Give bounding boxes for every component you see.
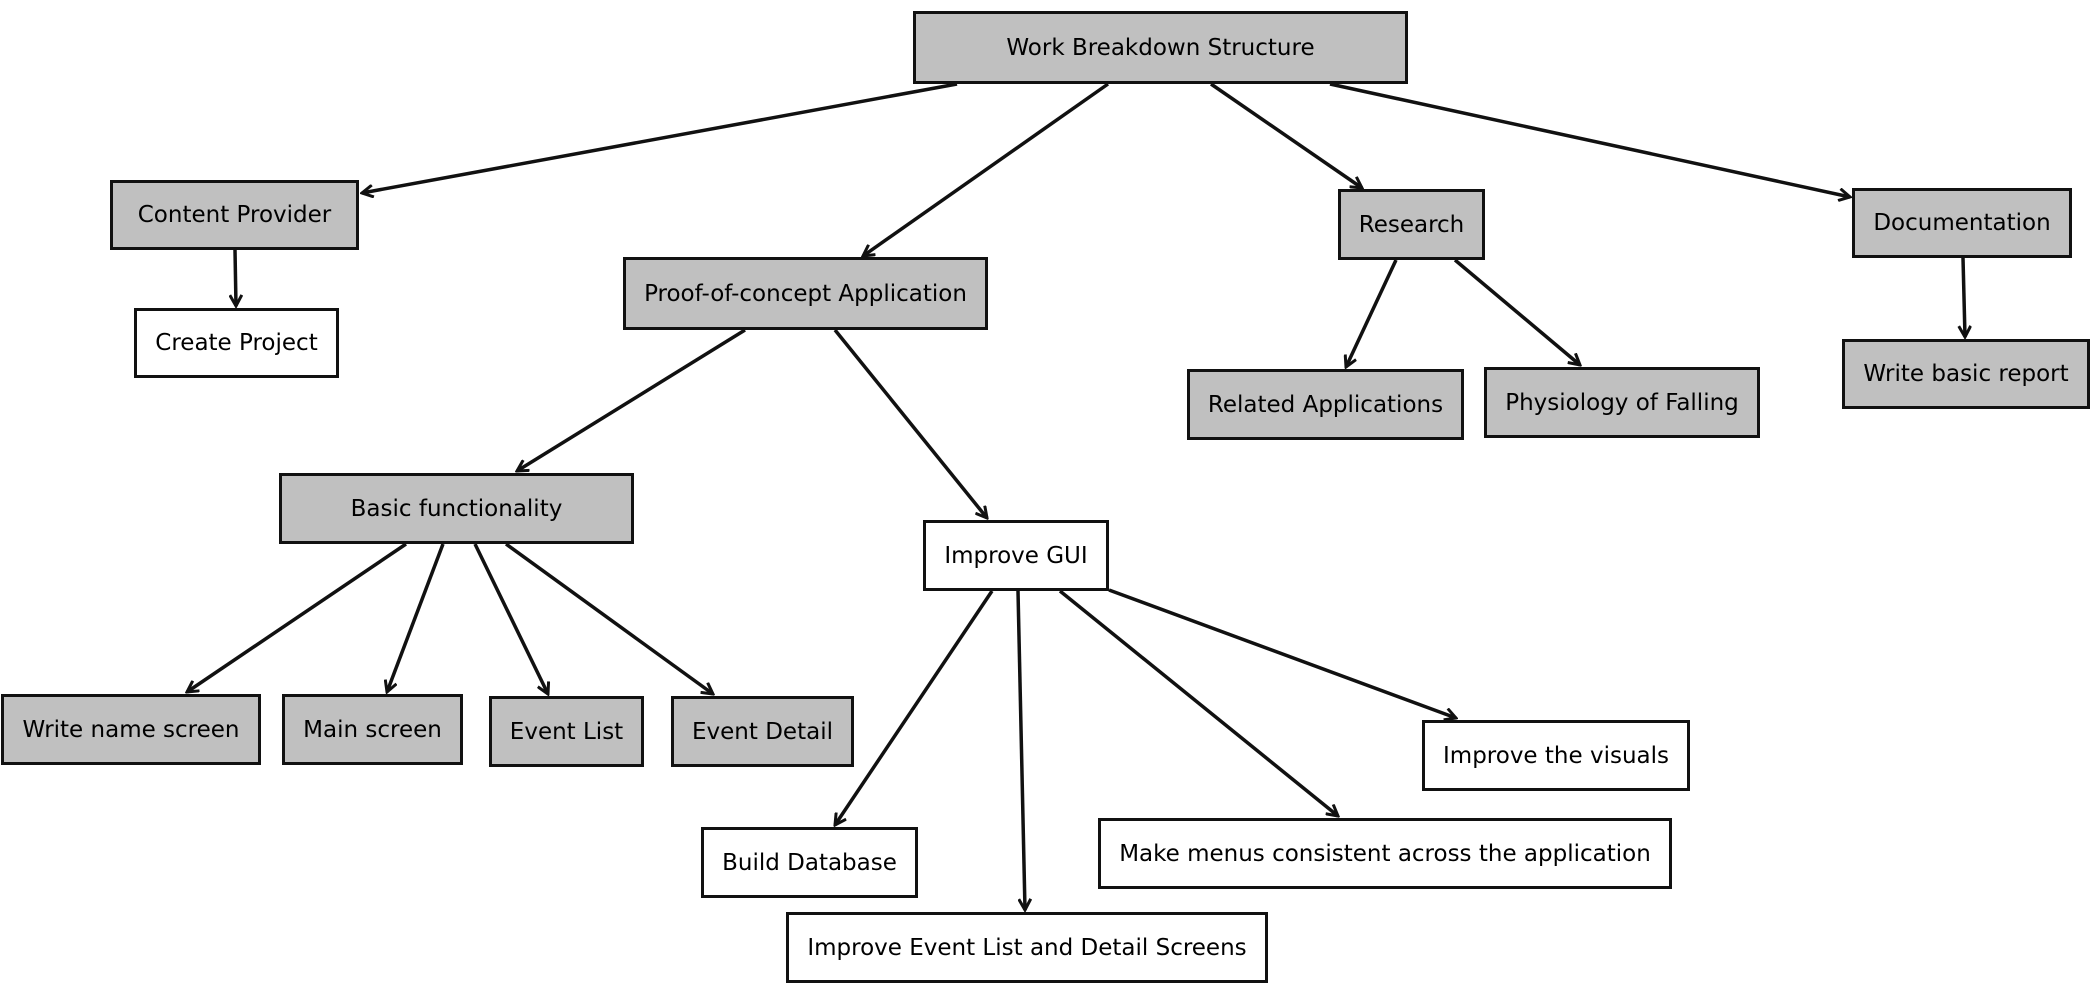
edge-documentation-report (1963, 257, 1965, 337)
node-label: Basic functionality (350, 495, 563, 522)
node-label: Write name screen (22, 716, 240, 743)
node-label: Build Database (722, 849, 897, 876)
edge-gui-improve-screens (1016, 590, 1025, 910)
node-write-basic-report: Write basic report (1842, 339, 2090, 409)
node-label: Work Breakdown Structure (1006, 34, 1315, 61)
node-improve-event-list-and-detail-screens: Improve Event List and Detail Screens (786, 912, 1268, 983)
node-build-database: Build Database (701, 827, 918, 898)
edge-basic-write-name (187, 542, 407, 692)
node-improve-gui: Improve GUI (923, 520, 1109, 591)
edge-basic-main (387, 543, 445, 692)
node-label: Write basic report (1863, 361, 2069, 387)
edge-basic-event-list (473, 543, 548, 694)
node-main-screen: Main screen (282, 694, 463, 765)
node-label: Proof-of-concept Application (644, 280, 967, 307)
edge-poc-gui (833, 328, 987, 518)
edge-basic-event-detail (504, 542, 713, 694)
node-label: Improve GUI (944, 542, 1088, 569)
node-label: Make menus consistent across the applica… (1119, 840, 1651, 867)
node-create-project: Create Project (134, 308, 339, 378)
node-label: Related Applications (1207, 391, 1444, 418)
edge-root-research (1210, 82, 1362, 188)
node-research: Research (1338, 189, 1485, 260)
edge-poc-basic (517, 328, 746, 471)
node-label: Documentation (1873, 210, 2051, 236)
node-label: Physiology of Falling (1505, 389, 1739, 416)
node-event-detail: Event Detail (671, 696, 854, 767)
node-write-name-screen: Write name screen (1, 694, 261, 765)
node-physiology-of-falling: Physiology of Falling (1484, 367, 1760, 438)
node-improve-the-visuals: Improve the visuals (1422, 720, 1690, 791)
node-event-list: Event List (489, 696, 644, 767)
edge-root-content-provider (362, 82, 958, 193)
node-related-applications: Related Applications (1187, 369, 1464, 440)
node-documentation: Documentation (1852, 188, 2072, 258)
edge-content-provider-create-project (235, 249, 236, 306)
node-label: Improve the visuals (1443, 742, 1669, 769)
edge-root-poc (863, 82, 1110, 256)
node-work-breakdown-structure: Work Breakdown Structure (913, 11, 1408, 84)
node-label: Improve Event List and Detail Screens (807, 934, 1247, 961)
node-basic-functionality: Basic functionality (279, 473, 634, 544)
node-label: Event Detail (692, 718, 833, 745)
node-proof-of-concept-application: Proof-of-concept Application (623, 257, 988, 330)
edge-research-physiology (1453, 258, 1580, 365)
node-label: Event List (509, 718, 624, 745)
node-content-provider: Content Provider (110, 180, 359, 250)
edge-gui-build-db (835, 590, 994, 825)
edge-gui-menus (1058, 589, 1338, 816)
edge-root-documentation (1329, 82, 1850, 197)
node-label: Create Project (155, 330, 318, 356)
node-label: Research (1358, 211, 1465, 238)
edge-gui-visuals (1108, 588, 1456, 718)
node-make-menus-consistent: Make menus consistent across the applica… (1098, 818, 1672, 889)
edge-research-related (1346, 259, 1398, 367)
node-label: Content Provider (137, 202, 332, 228)
node-label: Main screen (303, 716, 442, 743)
